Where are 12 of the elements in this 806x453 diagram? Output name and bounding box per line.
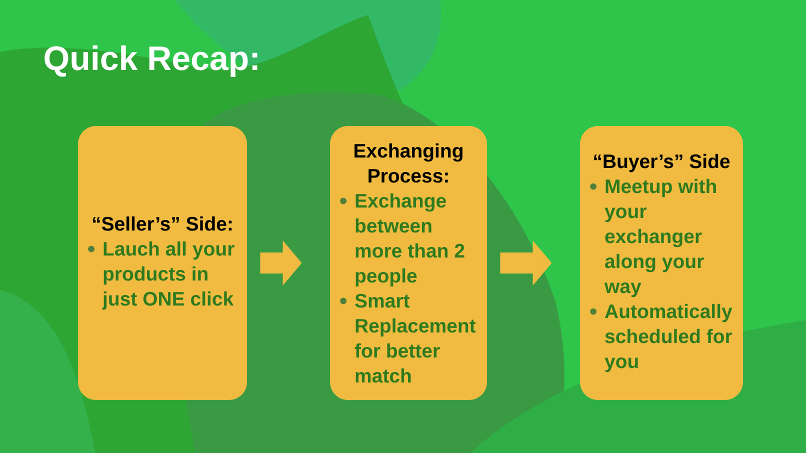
title: Quick Recap: xyxy=(44,45,258,78)
bullet-item: Smart Replacement for better match xyxy=(354,294,476,383)
process-box xyxy=(78,126,247,400)
bullet-item: Meetup with your exchanger along your way xyxy=(604,178,716,298)
bullet-item: Automatically scheduled for you xyxy=(604,304,732,372)
process-box xyxy=(580,126,743,400)
heading: “Buyer’s” Side xyxy=(594,154,730,172)
process-box xyxy=(330,126,487,400)
bullet-item: Exchange between more than 2 people xyxy=(356,193,464,287)
heading: “Seller’s” Side: xyxy=(92,216,232,231)
heading: Exchanging Process: xyxy=(354,143,462,183)
bullet-item: Lauch all your products in just ONE click xyxy=(102,241,234,310)
